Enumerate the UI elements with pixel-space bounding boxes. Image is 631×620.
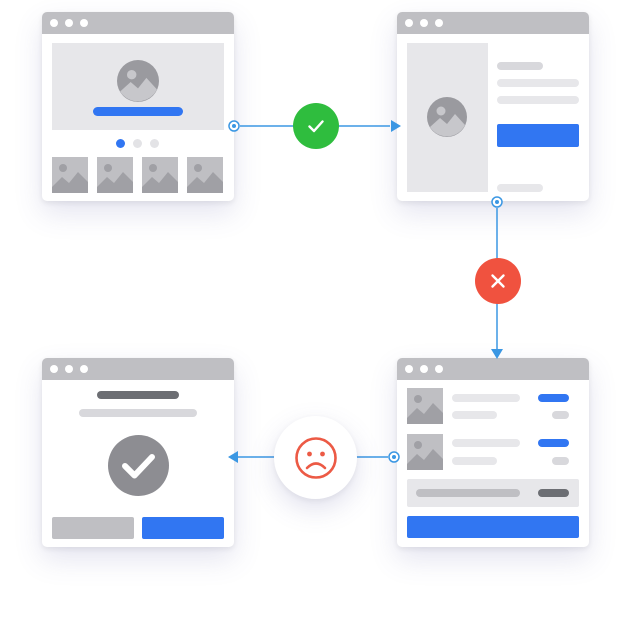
carousel-dot[interactable]	[133, 139, 142, 148]
window-dot	[420, 365, 428, 373]
check-icon	[308, 120, 324, 133]
window-dot	[435, 19, 443, 27]
window-dot	[65, 19, 73, 27]
product-title-bar	[497, 62, 543, 70]
cart-item-subtitle	[452, 457, 497, 465]
connector-node	[228, 120, 503, 463]
window-dot	[435, 365, 443, 373]
arrow-head-down	[491, 349, 503, 359]
product-text-line	[497, 79, 579, 87]
secondary-button[interactable]	[52, 517, 134, 539]
sad-badge	[274, 416, 357, 499]
window-dot	[420, 19, 428, 27]
confirmation-subtitle-bar	[79, 409, 197, 417]
window-dot	[405, 19, 413, 27]
hero-cta-bar[interactable]	[93, 107, 183, 116]
checkout-button[interactable]	[407, 516, 579, 538]
cart-item-qty[interactable]	[552, 411, 569, 419]
gallery-window	[42, 12, 234, 201]
arrow-head-left	[228, 451, 238, 463]
title-bar	[397, 12, 589, 34]
window-dot	[80, 19, 88, 27]
cart-item-qty[interactable]	[552, 457, 569, 465]
product-text-line	[497, 96, 579, 104]
cart-item-subtitle	[452, 411, 497, 419]
cart-total-value	[538, 489, 569, 497]
x-icon	[491, 274, 505, 288]
carousel-dot-active[interactable]	[116, 139, 125, 148]
cart-item-price	[538, 394, 569, 402]
title-bar	[397, 358, 589, 380]
sad-face-icon	[294, 436, 337, 479]
window-dot	[65, 365, 73, 373]
carousel-dot[interactable]	[150, 139, 159, 148]
check-circle-icon	[108, 435, 169, 496]
window-dot	[80, 365, 88, 373]
cart-total-label	[416, 489, 520, 497]
product-detail-window	[397, 12, 589, 201]
cart-item-title	[452, 394, 520, 402]
cart-item-title	[452, 439, 520, 447]
cart-list-window	[397, 358, 589, 547]
cart-item-price	[538, 439, 569, 447]
add-to-cart-button[interactable]	[497, 124, 579, 147]
window-dot	[405, 365, 413, 373]
primary-button[interactable]	[142, 517, 224, 539]
title-bar	[42, 358, 234, 380]
arrow-head-right	[391, 120, 401, 132]
failure-badge	[475, 258, 521, 304]
window-dot	[50, 19, 58, 27]
window-dot	[50, 365, 58, 373]
confirmation-window	[42, 358, 234, 547]
confirmation-title-bar	[97, 391, 179, 399]
success-badge	[293, 103, 339, 149]
title-bar	[42, 12, 234, 34]
product-footer-line	[497, 184, 543, 192]
